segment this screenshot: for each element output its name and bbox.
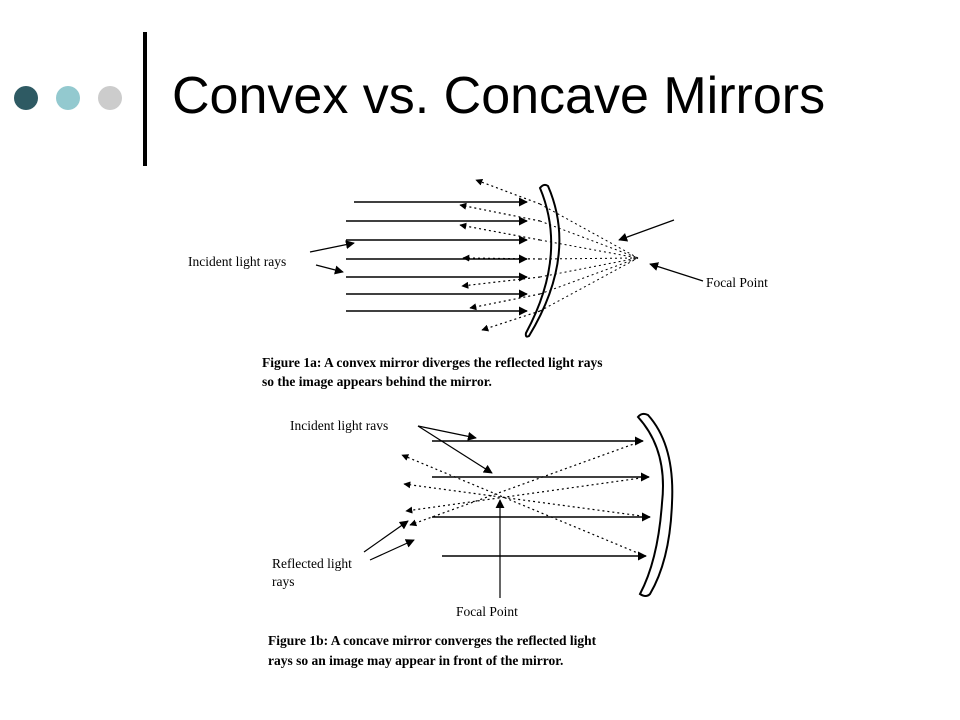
incident-pointer-arrow [417, 425, 493, 474]
figure-1b-concave: Incident light ravs Reflected light rays… [268, 412, 674, 668]
title-divider [143, 32, 147, 166]
bullet-dot-dark [14, 86, 38, 110]
incident-pointer-arrow [315, 264, 344, 275]
figure-1b-caption-line1: Figure 1b: A concave mirror converges th… [268, 633, 597, 648]
concave-reflected-label-line1: Reflected light [272, 556, 352, 571]
figure-1a-caption-line2: so the image appears behind the mirror. [262, 374, 492, 389]
concave-focal-label: Focal Point [456, 604, 518, 619]
incident-pointer-arrow [417, 425, 477, 441]
concave-reflected-rays [401, 440, 650, 557]
decorative-bullets [14, 86, 134, 110]
reflected-ray [403, 481, 650, 518]
convex-incident-rays [346, 197, 528, 316]
figure-1a-caption-line1: Figure 1a: A convex mirror diverges the … [262, 355, 603, 370]
concave-incident-rays [432, 436, 651, 561]
figure-1b-caption-line2: rays so an image may appear in front of … [268, 653, 563, 668]
reflected-pointer-arrow [369, 539, 415, 561]
reflected-ray [461, 276, 541, 289]
reflected-ray [401, 454, 646, 557]
figure-1a-convex: Incident light rays Focal Point Figure 1… [188, 178, 768, 389]
reflected-ray [459, 222, 541, 241]
bullet-dot-teal [56, 86, 80, 110]
convex-virtual-rays [539, 203, 639, 312]
focal-pointer-arrow [649, 262, 704, 282]
reflected-ray [475, 178, 541, 205]
reflected-ray [405, 476, 649, 514]
reflected-ray [409, 440, 643, 527]
convex-reflected-rays [459, 178, 541, 332]
bullet-dot-gray [98, 86, 122, 110]
concave-reflected-label-line2: rays [272, 574, 295, 589]
concave-mirror [636, 412, 674, 597]
reflected-ray [469, 293, 541, 311]
incident-pointer-arrow [309, 240, 355, 253]
reflected-ray [481, 310, 541, 332]
convex-focal-label: Focal Point [706, 275, 768, 290]
convex-mirror [524, 183, 561, 338]
focal-pointer-arrow [618, 219, 675, 242]
slide-title: Convex vs. Concave Mirrors [172, 67, 826, 125]
reflected-ray [459, 202, 541, 222]
reflected-pointer-arrow [363, 520, 409, 553]
concave-incident-label: Incident light ravs [290, 418, 388, 433]
convex-incident-label: Incident light rays [188, 254, 286, 269]
